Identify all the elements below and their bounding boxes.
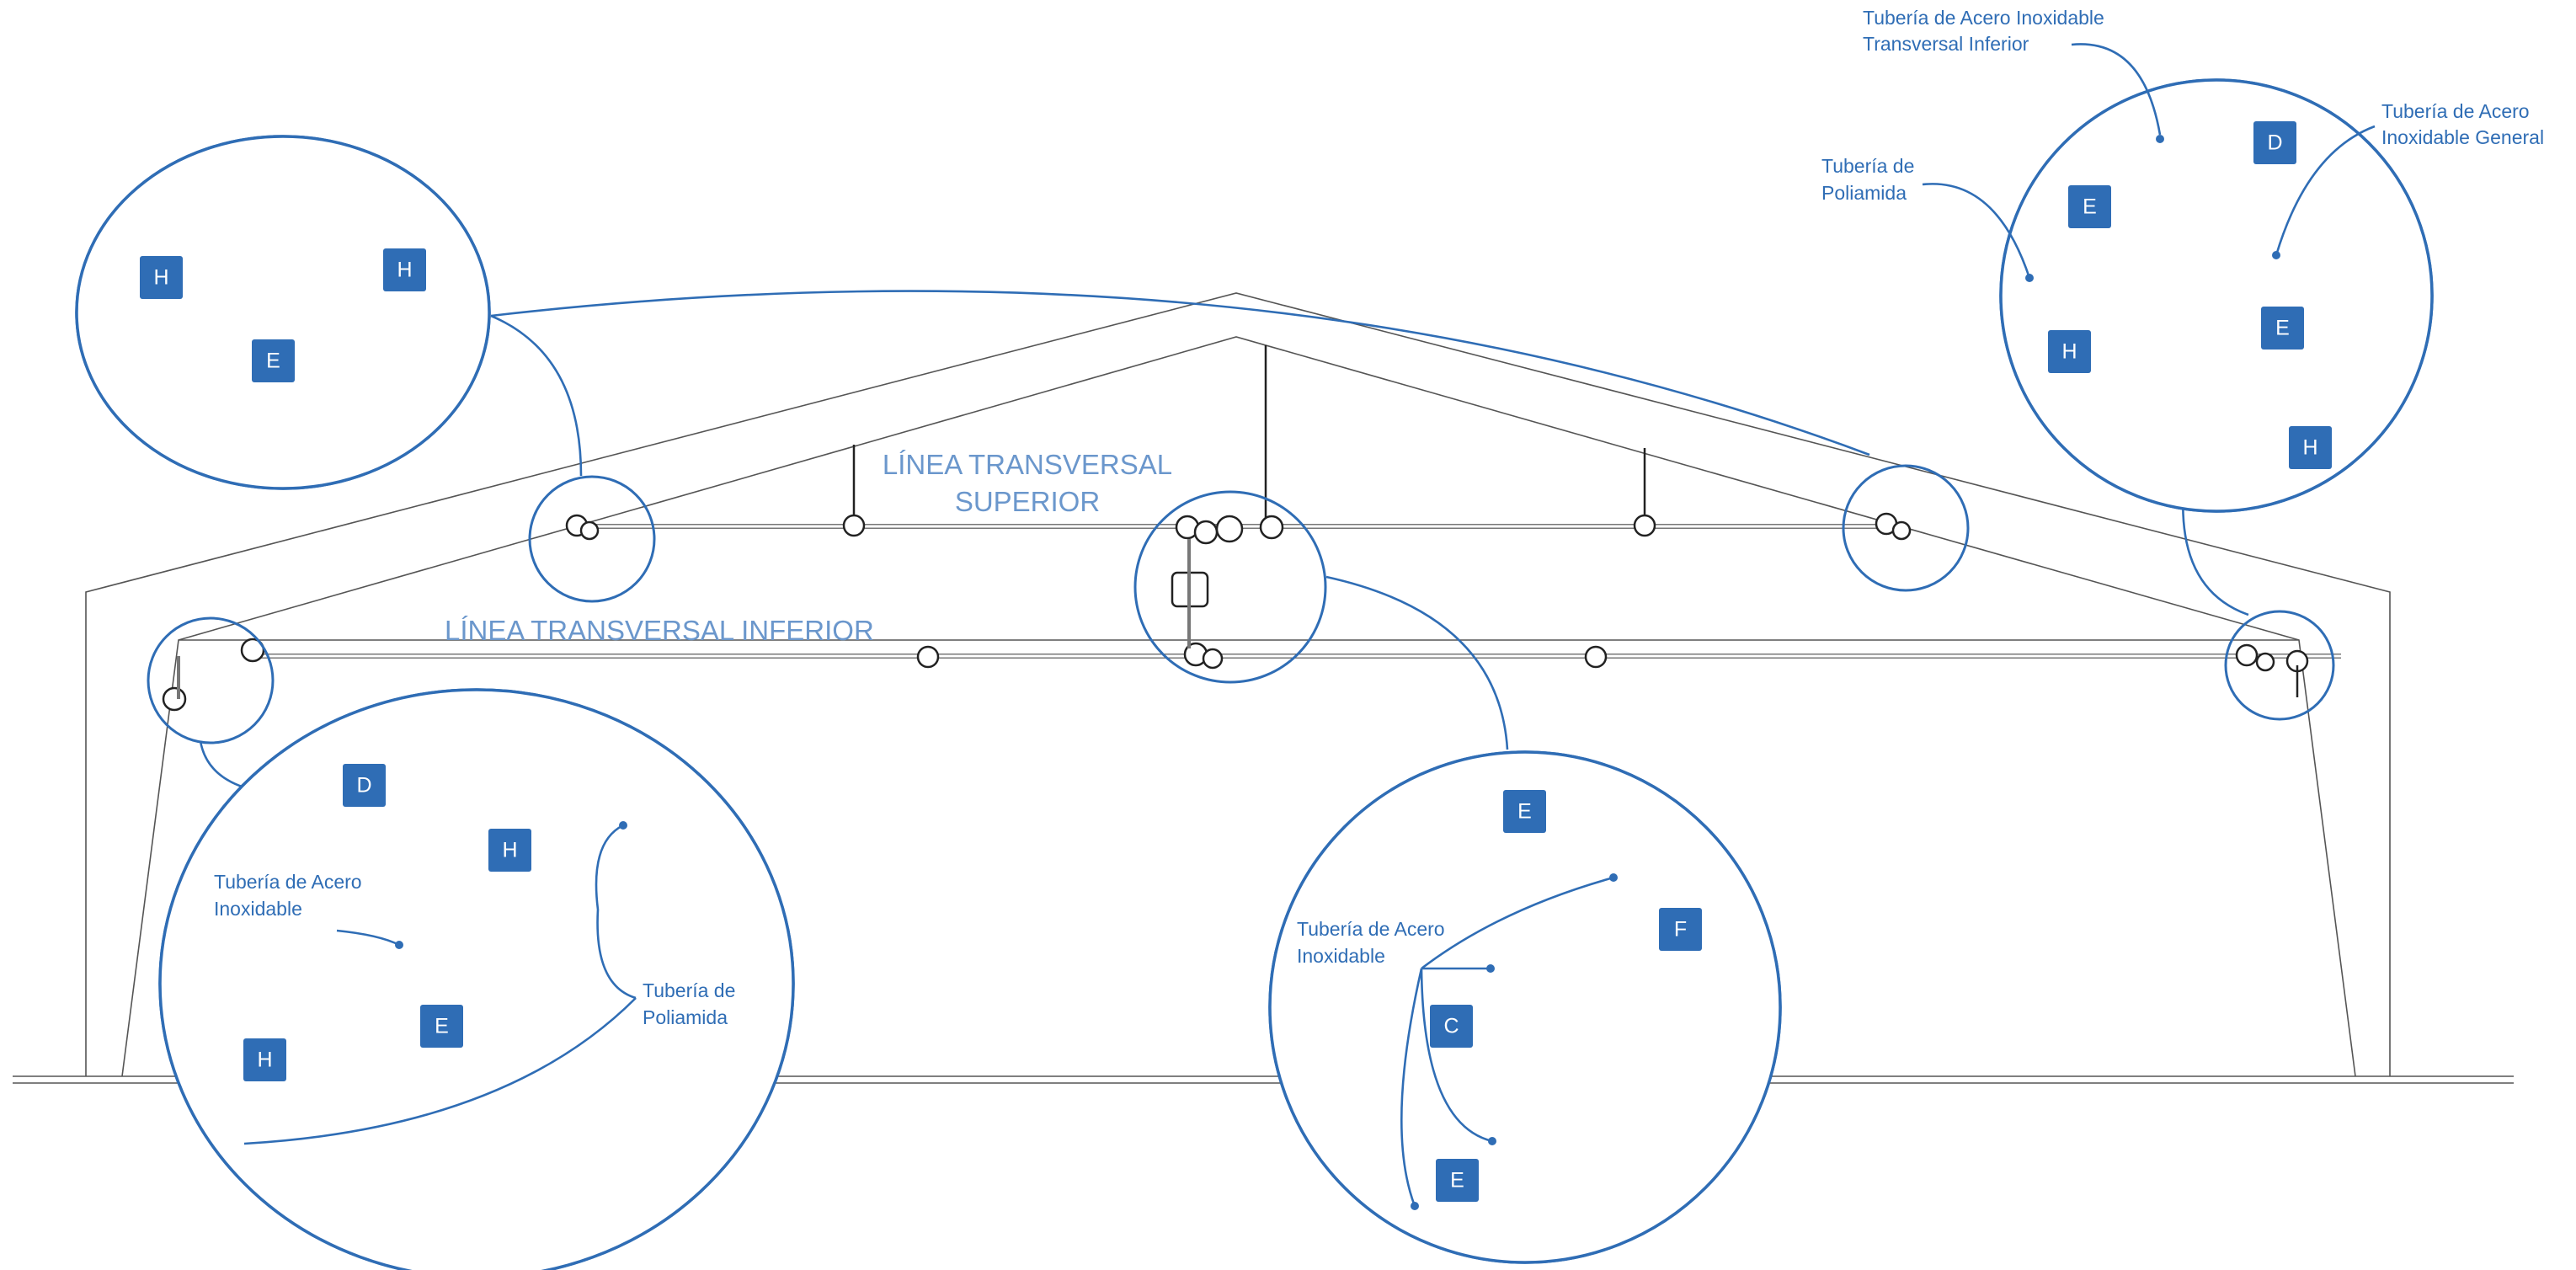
badge-bl-h1: H — [488, 829, 531, 872]
bl-label-poliamida-2: Poliamida — [643, 1006, 728, 1028]
svg-text:H: H — [153, 266, 168, 290]
badge-tr-e1: E — [2068, 185, 2111, 228]
badge-bl-h2: H — [243, 1038, 286, 1081]
badge-tl-h2: H — [383, 248, 426, 291]
svg-text:H: H — [502, 839, 517, 862]
bc-label-acero-2: Inoxidable — [1297, 945, 1385, 967]
tr-label-poliamida-1: Tubería de — [1821, 155, 1914, 177]
badge-tr-h1: H — [2048, 330, 2091, 373]
lower-line-title: LÍNEA TRANSVERSAL INFERIOR — [445, 615, 874, 646]
badge-tl-e: E — [252, 339, 295, 382]
marker-upper-right — [1842, 464, 1970, 592]
marker-upper-left — [528, 475, 656, 603]
upper-line-title-1: LÍNEA TRANSVERSAL — [883, 449, 1172, 480]
marker-lower-left — [147, 616, 275, 744]
svg-text:H: H — [2061, 340, 2077, 364]
badge-tr-h2: H — [2289, 426, 2332, 469]
svg-text:E: E — [1517, 800, 1532, 824]
badge-tr-e2: E — [2261, 307, 2304, 350]
bl-label-acero-2: Inoxidable — [214, 898, 302, 920]
svg-text:H: H — [257, 1049, 272, 1072]
badge-tl-h1: H — [140, 256, 183, 299]
tr-label-transversal-2: Transversal Inferior — [1863, 33, 2029, 55]
zoom-bottom-center: E F C E — [1268, 750, 1782, 1264]
svg-text:E: E — [1450, 1169, 1464, 1193]
tr-label-transversal-1: Tubería de Acero Inoxidable — [1863, 7, 2104, 29]
zoom-top-left: H H E — [75, 135, 491, 490]
svg-text:H: H — [397, 259, 412, 282]
svg-text:E: E — [435, 1015, 449, 1038]
detail-markers — [147, 464, 2335, 744]
badge-bl-d: D — [343, 764, 386, 807]
svg-text:C: C — [1443, 1015, 1459, 1038]
svg-text:E: E — [2083, 195, 2097, 219]
callout-leaders — [199, 290, 2249, 789]
upper-line-title-2: SUPERIOR — [955, 486, 1100, 517]
svg-text:D: D — [2267, 131, 2282, 155]
tr-label-general-1: Tubería de Acero — [2381, 100, 2530, 122]
tr-label-poliamida-2: Poliamida — [1821, 182, 1907, 204]
zoom-top-right: D E E H H — [1922, 43, 2434, 513]
svg-text:D: D — [356, 774, 371, 798]
tr-label-general-2: Inoxidable General — [2381, 126, 2544, 148]
badge-bl-e: E — [420, 1005, 463, 1048]
svg-text:F: F — [1674, 918, 1687, 942]
marker-center — [1133, 490, 1327, 684]
badge-bc-e1: E — [1503, 790, 1546, 833]
badge-tr-d: D — [2253, 121, 2296, 164]
svg-text:E: E — [2275, 317, 2290, 340]
marker-lower-right — [2224, 610, 2335, 721]
svg-text:E: E — [266, 350, 280, 373]
badge-bc-e2: E — [1436, 1159, 1479, 1202]
bc-label-acero-1: Tubería de Acero — [1297, 918, 1445, 940]
svg-text:H: H — [2302, 436, 2317, 460]
upper-transversal-pipe — [589, 345, 1899, 540]
badge-bc-f: F — [1659, 908, 1702, 951]
badge-bc-c: C — [1430, 1005, 1473, 1048]
bl-label-poliamida-1: Tubería de — [643, 979, 735, 1001]
bl-label-acero-1: Tubería de Acero — [214, 871, 362, 893]
